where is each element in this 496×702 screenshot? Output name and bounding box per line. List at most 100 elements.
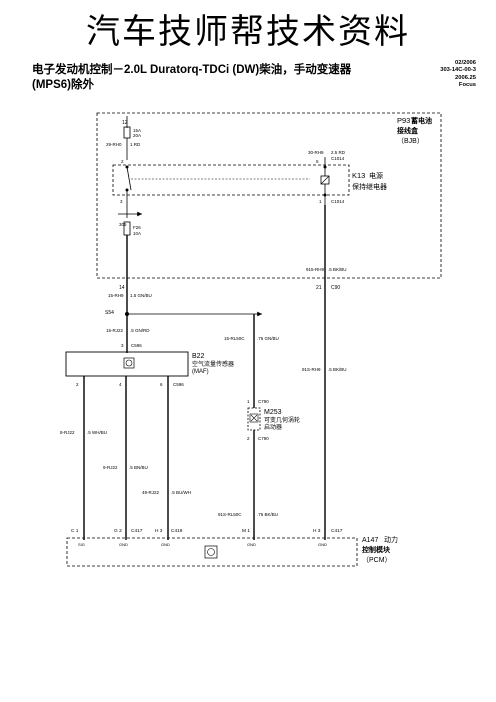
label-15rj22-size: .5 GN/RD: [130, 328, 150, 333]
pcm-pin-m1: M 1: [242, 528, 250, 534]
meta-year: 2006.25: [455, 74, 476, 81]
k13-dashed-box: [112, 164, 350, 196]
label-15rl50c-size: .75 GN/BU: [257, 336, 279, 341]
label-91srh9: 91S-RH9: [302, 367, 321, 372]
label-15rj22: 15-RJ22: [106, 328, 124, 333]
meta-model: Focus: [458, 82, 476, 89]
c596-bot: C596: [173, 382, 184, 387]
c90: C90: [331, 285, 340, 291]
label-915rh9-top: 915-RH9: [306, 267, 325, 272]
title-line-2: (MPS6)除外: [32, 79, 94, 91]
label-91srl50c-size: .75 BK/BU: [257, 512, 278, 517]
k13-name-1: 电源: [369, 171, 383, 180]
m253-pin2: 2: [247, 436, 250, 441]
label-29rh0-size: 1 RD: [130, 142, 141, 147]
pcm-gnd2: GND: [161, 542, 170, 547]
label-49rj22-size: .5 BU/WH: [171, 490, 191, 495]
m253-name-1: 可变几何涡轮: [264, 416, 300, 424]
k13-pin3: 3: [120, 199, 123, 204]
k13-pin2: 2: [121, 159, 124, 164]
b22-box: [65, 351, 189, 377]
label-91srh9-size: .5 BK/BU: [328, 367, 347, 372]
label-30rh9: 30-RH9: [308, 150, 324, 155]
c790-bot: C790: [258, 436, 269, 441]
b22-pin2: 2: [76, 382, 79, 387]
b22-sensor-icon: [123, 357, 135, 369]
label-29rh0: 29-RH0: [106, 142, 122, 147]
pcm-gnd4: GND: [318, 542, 327, 547]
label-9rj22: 9-RJ22: [103, 465, 118, 470]
label-15rh9-size: 1.5 GN/BU: [130, 293, 152, 298]
pcm-sig: SIG: [78, 542, 85, 547]
label-91srl50c: 91S-RL50C: [218, 512, 242, 517]
m253-valve-symbol: [250, 414, 258, 422]
c1014-bot: C1014: [331, 199, 345, 204]
k13-ref: K13: [352, 171, 365, 180]
document-meta: 02/2006 303-14C-00-3 2006.25 Focus: [440, 60, 476, 90]
k13-pin1-dot: [323, 193, 327, 197]
label-49rj22: 49-RJ22: [142, 490, 160, 495]
bjb-name-3: （BJB）: [397, 137, 424, 145]
fuse2-amp-sub: 10A: [133, 231, 141, 236]
bjb-dashed-box: [96, 112, 442, 279]
bjb-ref: P93: [397, 116, 410, 125]
b22-pin4: 4: [119, 382, 122, 387]
b22-sensor-icon-inner: [125, 359, 133, 367]
diagram-title: 电子发动机控制－2.0L Duratorq-TDCi (DW)柴油，手动变速器 …: [32, 63, 412, 93]
label-8rj22: 8-RJ22: [60, 430, 75, 435]
k13-coil-slash: [320, 175, 330, 185]
pcm-c419: C419: [171, 528, 183, 534]
fuse2-amp: F26: [133, 225, 141, 230]
label-915rh9-top-size: .5 BK/BU: [328, 267, 347, 272]
label-30rh9-size: 2.5 RD: [331, 150, 346, 155]
c1014-top: C1014: [331, 156, 345, 161]
fuse1-num: 12: [122, 120, 128, 126]
watermark-text: 汽车技师帮技术资料: [86, 12, 410, 52]
k13-switch-arm: [126, 166, 132, 191]
pcm-pin-c1: C 1: [71, 528, 79, 534]
b22-pin6: 6: [160, 382, 163, 387]
k13-pin1: 1: [319, 199, 322, 204]
pcm-name-1: 动力: [384, 535, 398, 544]
meta-code: 303-14C-00-3: [440, 67, 476, 74]
bjb-name-2: 接线盒: [397, 126, 419, 135]
pcm-pin-h3b: H 3: [313, 528, 321, 534]
k13-name-2: 保持继电器: [352, 182, 387, 191]
label-15rh9: 15-RH9: [108, 293, 124, 298]
b22-name-2: (MAF): [192, 369, 209, 375]
pcm-c417a: C417: [131, 528, 143, 534]
pcm-name-2: 控制模块: [362, 545, 391, 554]
pcm-pin-g2: G 2: [114, 528, 122, 534]
fuse2-num: 305: [119, 222, 127, 227]
pcm-pin-h3: H 3: [155, 528, 163, 534]
c596-top: C596: [131, 343, 142, 348]
m253-actuator-icon: [249, 413, 259, 423]
title-line-1: 电子发动机控制－2.0L Duratorq-TDCi (DW)柴油，手动变速器: [32, 64, 352, 76]
b22-ref: B22: [192, 353, 205, 360]
label-15rl50c: 15-RL50C: [224, 336, 245, 341]
pcm-gnd3: GND: [247, 542, 256, 547]
fuse1-icon: [123, 126, 131, 139]
m253-pin1: 1: [247, 399, 250, 404]
bjb-name-1: 蓄电池: [411, 116, 432, 125]
pcm-gnd1: GND: [119, 542, 128, 547]
pcm-ref: A147: [362, 537, 378, 544]
fuse1-amp: 15A: [133, 128, 141, 133]
label-9rj22-size: .5 BN/BU: [129, 465, 148, 470]
pcm-c417b: C417: [331, 528, 343, 534]
pcm-module-icon: [204, 545, 218, 559]
meta-date: 02/2006: [455, 60, 476, 66]
pin21: 21: [316, 285, 322, 291]
k13-pin5: 5: [316, 159, 319, 164]
b22-name-1: 空气流量传感器: [192, 360, 234, 368]
pin14: 14: [119, 285, 125, 291]
b22-pin3: 3: [121, 343, 124, 348]
k13-pin5-dot: [323, 165, 327, 169]
c790-top: C790: [258, 399, 269, 404]
pcm-dashed-box: [66, 537, 358, 567]
fuse1-amp-sub: 20A: [133, 133, 141, 138]
s54-label: S54: [105, 310, 114, 316]
pcm-module-icon-inner: [207, 548, 215, 556]
m253-ref: M253: [264, 409, 282, 416]
